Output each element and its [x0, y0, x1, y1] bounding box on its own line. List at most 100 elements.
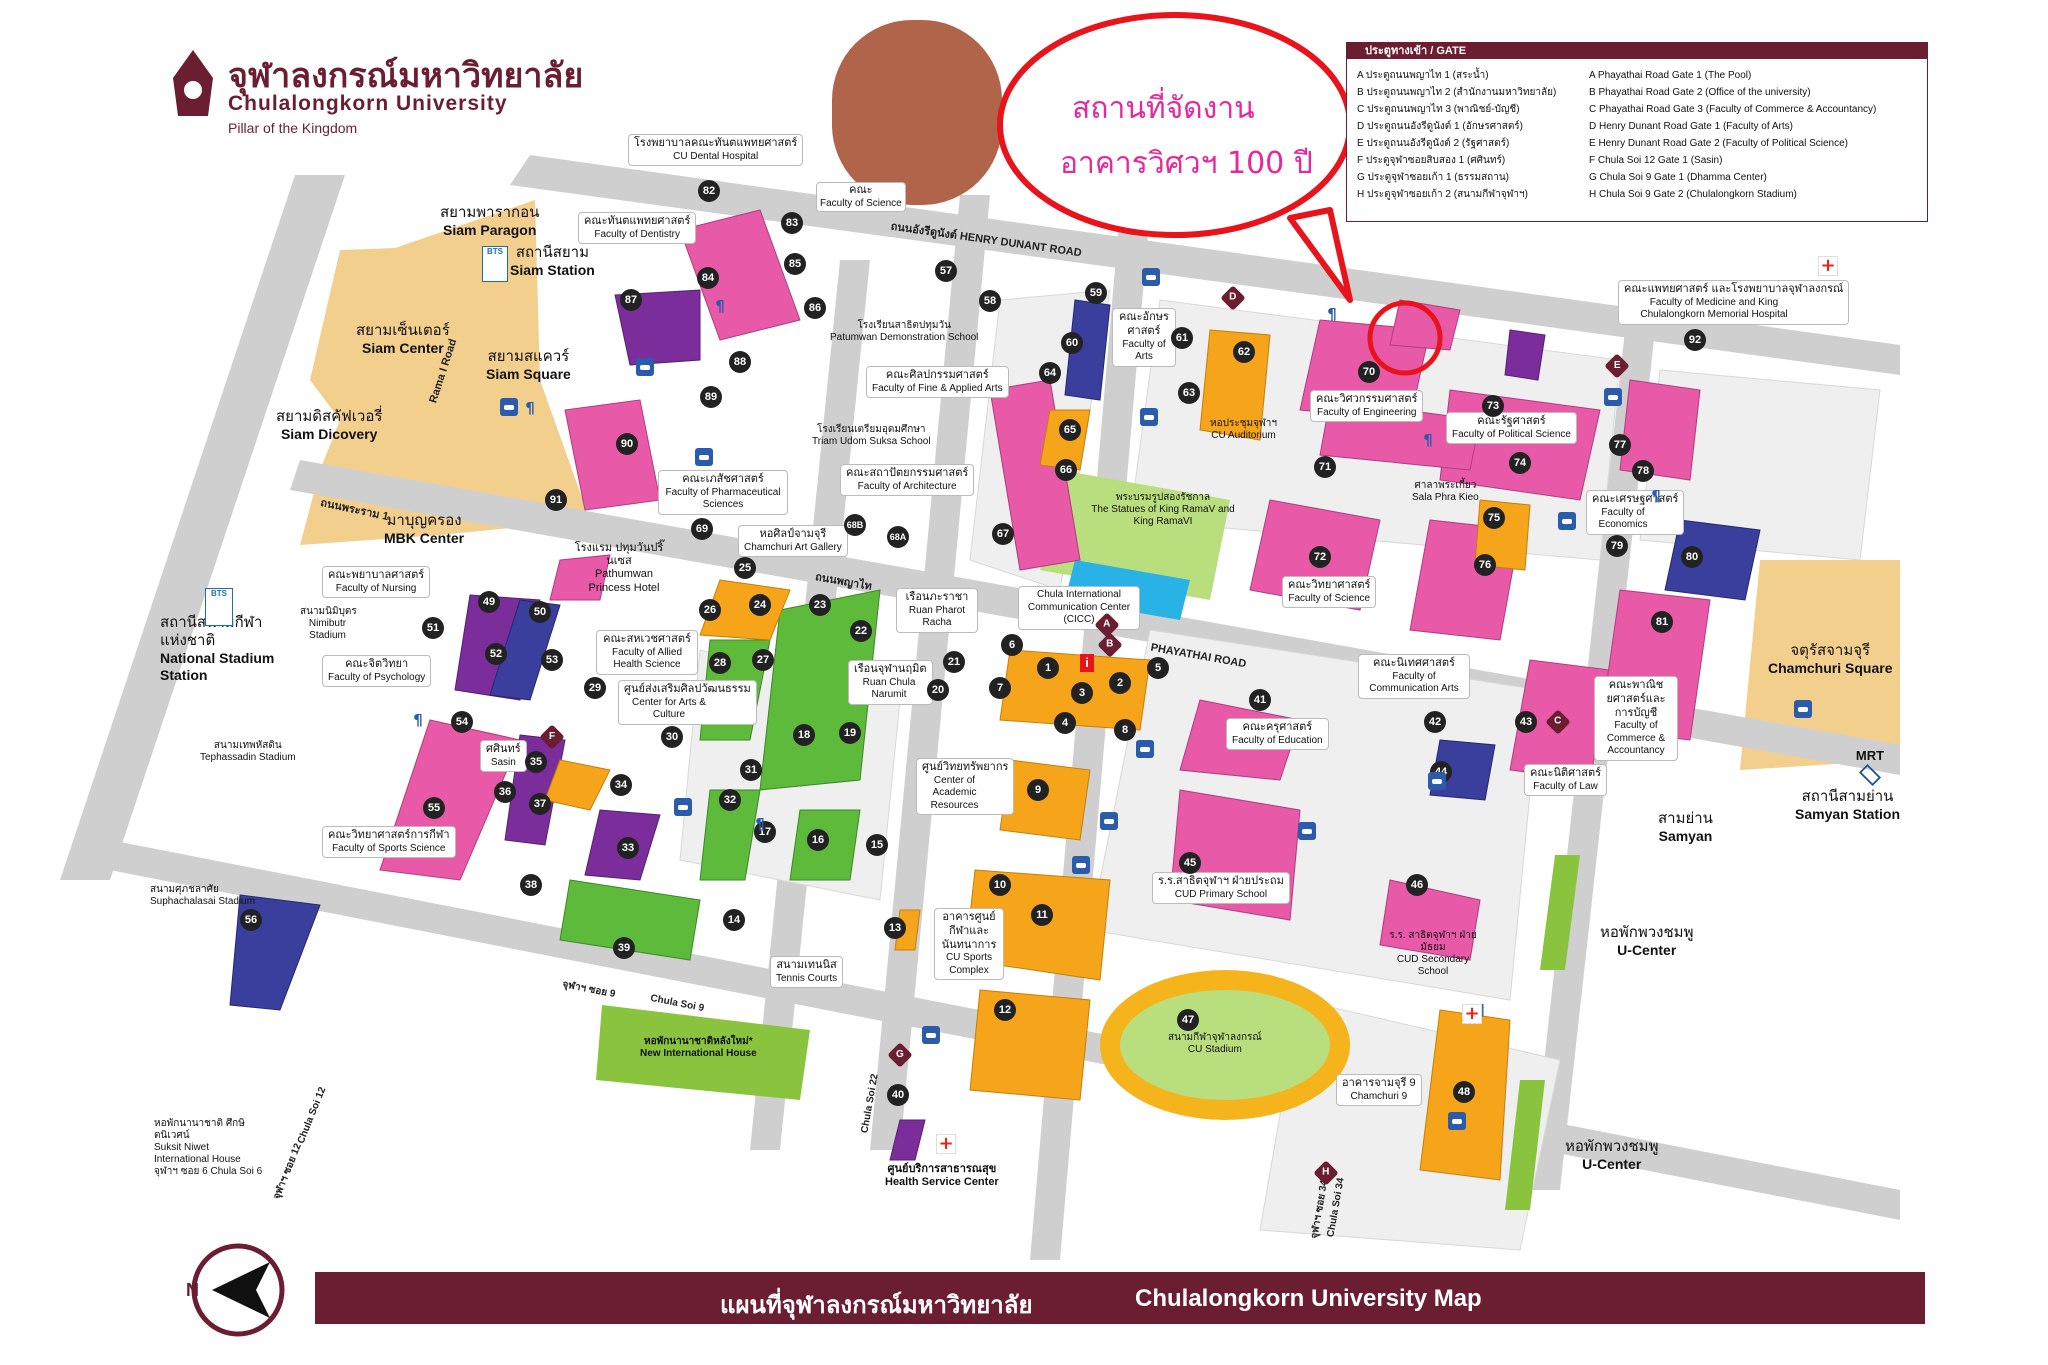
university-name-english: Chulalongkorn University	[228, 92, 508, 115]
building-number-36: 36	[494, 781, 516, 803]
building-number-45: 45	[1179, 852, 1201, 874]
new-international-house-lot	[596, 1005, 810, 1100]
food-icon: ¶	[413, 711, 423, 729]
label-faculty-law: คณะนิติศาสตร์Faculty of Law	[1524, 764, 1608, 797]
place-u-center-2: หอพักพวงชมพูU-Center	[1565, 1138, 1659, 1172]
building-number-62: 62	[1233, 341, 1255, 363]
parking-icon	[1794, 700, 1812, 718]
label-faculty-education: คณะครุศาสตร์Faculty of Education	[1226, 718, 1329, 751]
gate-legend-item: F Chula Soi 12 Gate 1 (Sasin)	[1589, 155, 1723, 166]
parking-icon	[1298, 822, 1316, 840]
label-faculty-commerce: คณะพาณิชยศาสตร์และการบัญชีFaculty of Com…	[1594, 676, 1678, 761]
callout-building-label: อาคารวิศวฯ 100 ปี	[1060, 146, 1313, 181]
building-number-37: 37	[529, 793, 551, 815]
building-number-51: 51	[422, 617, 444, 639]
gate-legend-item: G ประตูจุฬาซอยเก้า 1 (ธรรมสถาน)	[1357, 172, 1510, 183]
label-new-international-house: หอพักนานาชาติหลังใหม่*New International …	[640, 1036, 757, 1059]
building-number-52: 52	[485, 643, 507, 665]
building-number-7: 7	[989, 677, 1011, 699]
parking-icon	[674, 798, 692, 816]
building-number-3: 3	[1071, 682, 1093, 704]
parking-icon	[636, 358, 654, 376]
building-number-2: 2	[1109, 672, 1131, 694]
university-logo: จุฬาลงกรณ์มหาวิทยาลัย Chulalongkorn Univ…	[168, 48, 583, 138]
building-number-64: 64	[1039, 362, 1061, 384]
university-name-thai: จุฬาลงกรณ์มหาวิทยาลัย	[228, 57, 584, 95]
building-number-89: 89	[700, 386, 722, 408]
gate-legend-item: H Chula Soi 9 Gate 2 (Chulalongkorn Stad…	[1589, 189, 1797, 200]
building-number-67: 67	[992, 523, 1014, 545]
place-chamchuri-square: จตุรัสจามจุรีChamchuri Square	[1768, 642, 1893, 676]
building-number-57: 57	[935, 260, 957, 282]
building-number-32: 32	[719, 789, 741, 811]
label-faculty-communication-arts: คณะนิเทศศาสตร์Faculty of Communication A…	[1358, 654, 1470, 699]
label-faculty-allied-health: คณะสหเวชศาสตร์Faculty of Allied Health S…	[596, 630, 698, 675]
mrt-samyan-icon: MRT	[1848, 748, 1892, 788]
gate-legend-item: D ประตูถนนอังรีดูนังต์ 1 (อักษรศาสตร์)	[1357, 121, 1524, 132]
gate-a-label: A	[1103, 618, 1111, 630]
building-number-8: 8	[1114, 719, 1136, 741]
parking-icon	[500, 398, 518, 416]
parking-icon	[1558, 512, 1576, 530]
building-number-34: 34	[610, 774, 632, 796]
university-tagline: Pillar of the Kingdom	[228, 120, 358, 136]
building-number-71: 71	[1314, 456, 1336, 478]
building-number-60: 60	[1061, 332, 1083, 354]
gate-b-label: B	[1106, 638, 1114, 650]
label-faculty-science: คณะวิทยาศาสตร์Faculty of Science	[1282, 576, 1377, 609]
building-number-6: 6	[1001, 634, 1023, 656]
gate-legend-item: A ประตูถนนพญาไท 1 (สระน้ำ)	[1357, 70, 1489, 81]
gate-legend: ประตูทางเข้า / GATE A ประตูถนนพญาไท 1 (ส…	[1346, 42, 1928, 222]
building-number-26: 26	[699, 599, 721, 621]
label-faculty-engineering: คณะวิศวกรรมศาสตร์Faculty of Engineering	[1310, 390, 1424, 423]
label-faculty-political-science: คณะรัฐศาสตร์Faculty of Political Science	[1446, 412, 1577, 445]
food-icon: ¶	[755, 815, 765, 833]
building-number-5: 5	[1147, 657, 1169, 679]
building-number-59: 59	[1085, 282, 1107, 304]
food-icon: ¶	[1423, 431, 1433, 449]
building-photo	[832, 20, 1002, 205]
compass-arrow-icon	[212, 1262, 270, 1318]
building-number-12: 12	[994, 999, 1016, 1021]
place-national-stadium-station: สถานีสนามกีฬาแห่งชาติNational Stadium St…	[160, 614, 275, 683]
building-number-85: 85	[784, 253, 806, 275]
place-siam-square: สยามสแควร์Siam Square	[486, 348, 571, 382]
place-siam-discovery: สยามดิสคัฟเวอรี่Siam Dicovery	[276, 408, 383, 442]
label-faculty-arts: คณะอักษรศาสตร์Faculty of Arts	[1112, 308, 1176, 367]
building-number-41: 41	[1249, 689, 1271, 711]
cu-stadium-field	[1120, 990, 1330, 1100]
building-number-63: 63	[1178, 382, 1200, 404]
place-u-center-1: หอพักพวงชมพูU-Center	[1600, 924, 1694, 958]
building-number-78: 78	[1632, 460, 1654, 482]
building-number-70: 70	[1358, 361, 1380, 383]
building-number-14: 14	[723, 909, 745, 931]
bts-national-stadium-icon: BTS	[205, 588, 233, 626]
building-number-42: 42	[1424, 711, 1446, 733]
building-number-72: 72	[1309, 546, 1331, 568]
bts-siam-icon: BTS	[482, 246, 508, 282]
gate-legend-header: ประตูทางเข้า / GATE	[1347, 43, 1927, 59]
food-icon: ¶	[525, 399, 535, 417]
parking-icon	[1604, 388, 1622, 406]
map-title-banner: แผนที่จุฬาลงกรณ์มหาวิทยาลัย Chulalongkor…	[315, 1272, 1925, 1324]
chula-crest-icon	[173, 50, 213, 116]
gate-e-label: E	[1613, 359, 1621, 371]
building-number-73: 73	[1482, 395, 1504, 417]
building-number-31: 31	[740, 759, 762, 781]
building-number-61: 61	[1171, 327, 1193, 349]
map-title-thai: แผนที่จุฬาลงกรณ์มหาวิทยาลัย	[720, 1292, 1033, 1319]
gate-h-label: H	[1322, 1166, 1330, 1178]
